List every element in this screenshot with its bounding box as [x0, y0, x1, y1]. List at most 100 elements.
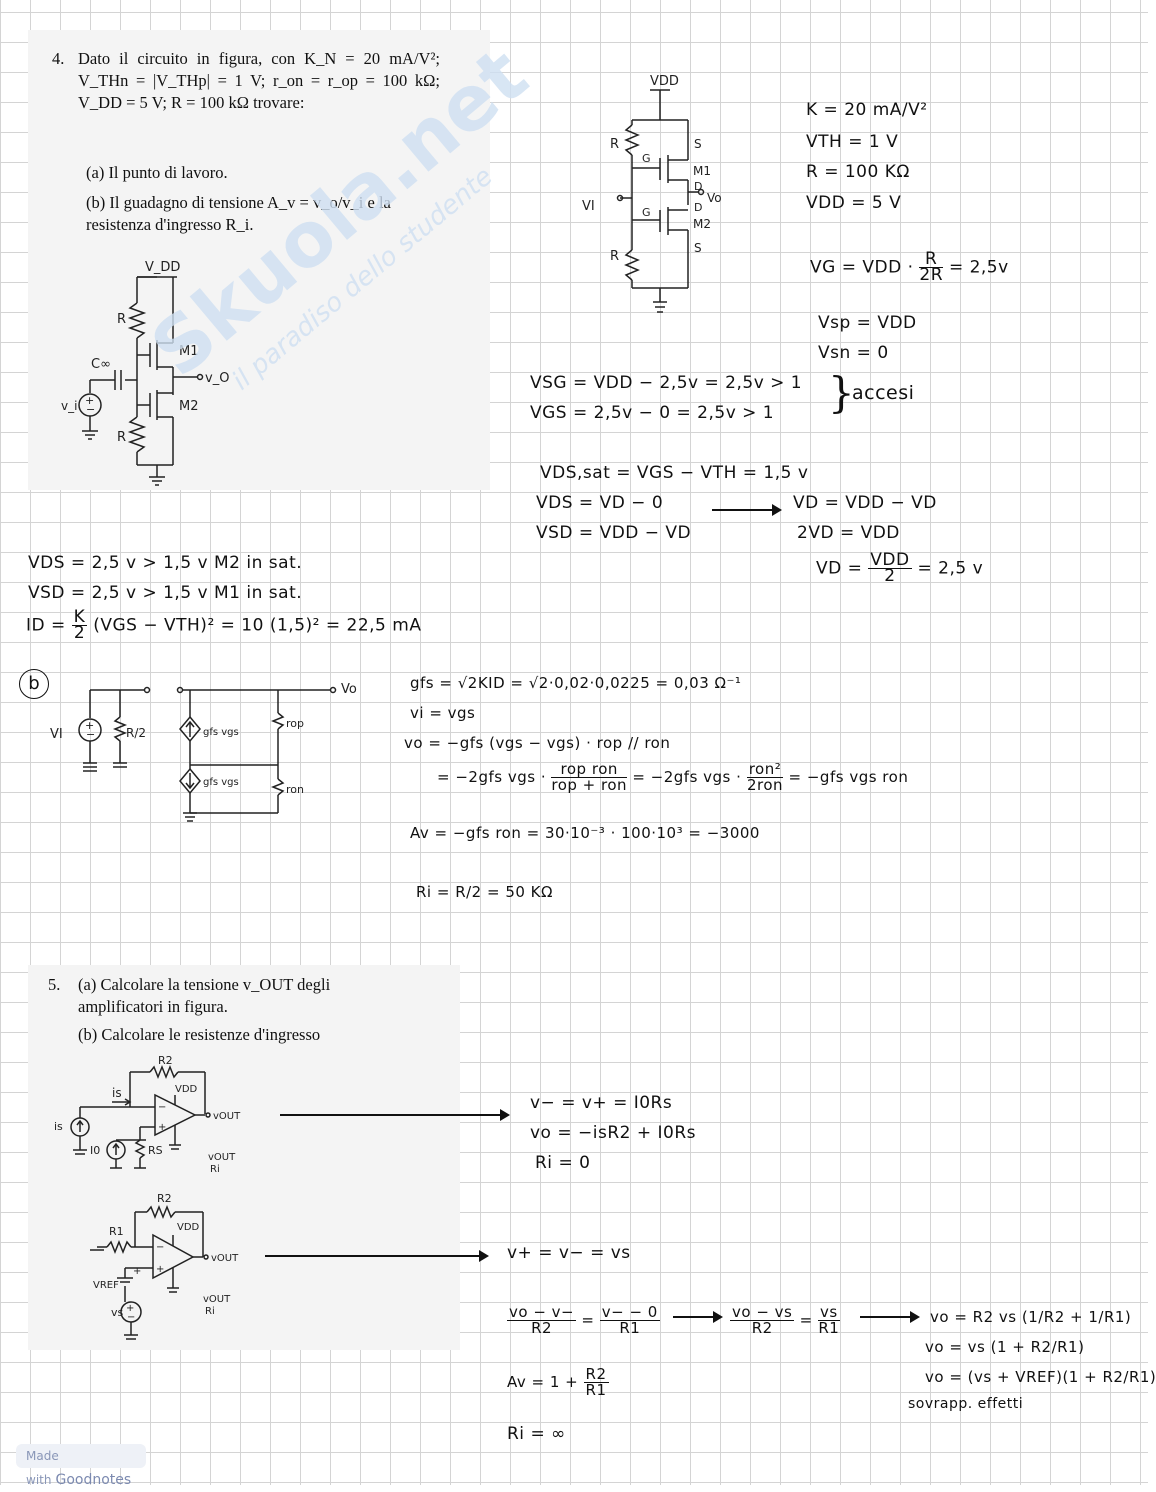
p4-r-top: R — [117, 312, 126, 327]
p4-text: Dato il circuito in figura, con K_N = 20… — [78, 49, 440, 112]
svg-text:+: + — [158, 1122, 166, 1133]
p5-fig1: R2 −+ VDD vOUT is is I0 RS vOUT Ri — [54, 1054, 241, 1175]
arrow-s2 — [265, 1250, 489, 1262]
brace: } — [828, 368, 855, 417]
eq-m2-sat: VDS = 2,5 v > 1,5 v M2 in sat. — [28, 553, 303, 573]
arrow-vd — [712, 504, 782, 516]
eq-vdssat: VDS,sat = VGS − VTH = 1,5 v — [540, 463, 809, 483]
svg-text:−: − — [86, 403, 95, 416]
s1-eq1: v− = v+ = I0Rs — [530, 1093, 673, 1113]
s2-r2: vo = vs (1 + R2/R1) — [925, 1338, 1085, 1356]
svg-text:+: + — [156, 1264, 164, 1275]
eq-vg-rhs: = 2,5v — [948, 257, 1009, 278]
hand-circuit: VDD R S G M1 D Vo D G M2 S VI R — [582, 74, 722, 313]
hc-m1: M1 — [693, 164, 711, 178]
f2-vref: VREF — [93, 1280, 119, 1291]
hc-r-top: R — [610, 137, 619, 152]
printed-problem-4 — [28, 30, 490, 490]
arrow-s2b — [673, 1311, 723, 1323]
f2-vout: vOUT — [211, 1253, 239, 1264]
p5-fig2: R2 −+ VDD vOUT R1 + VREF +− vs vOUT Ri — [90, 1192, 239, 1340]
small-signal-circuit: VI +− R/2 Vo gfs vgs gfs vgs rop ron — [50, 682, 357, 822]
f2-r1: R1 — [109, 1225, 124, 1238]
eq-m1-sat: VSD = 2,5 v > 1,5 v M1 in sat. — [28, 583, 303, 603]
f2-ri: Ri — [205, 1306, 215, 1317]
s2-r1: vo = R2 vs (1/R2 + 1/R1) — [930, 1308, 1132, 1326]
ss-vo: Vo — [341, 682, 357, 697]
eq-vgs: VGS = 2,5v − 0 = 2,5v > 1 — [530, 403, 775, 423]
f2-vdd: VDD — [177, 1222, 200, 1233]
arrow-s2c — [860, 1311, 920, 1323]
f1-vout: vOUT — [213, 1111, 241, 1122]
eq-vd1: VD = VDD − VD — [793, 493, 937, 513]
svg-text:−: − — [127, 1312, 135, 1323]
label-b-circle: b — [19, 669, 49, 699]
s2-ri: Ri = ∞ — [507, 1424, 566, 1444]
f1-vout2: vOUT — [208, 1152, 236, 1163]
svg-text:−: − — [156, 1242, 164, 1253]
ss-ron: ron — [286, 783, 304, 796]
f1-rs: RS — [148, 1144, 163, 1157]
p4-cinf-label: C∞ — [91, 357, 111, 372]
hc-s-bottom: S — [694, 241, 702, 255]
p4-number: 4. — [52, 49, 65, 68]
param-k: K = 20 mA/V² — [806, 100, 928, 120]
p4-vdd-label: V_DD — [145, 260, 180, 275]
f2-vout2: vOUT — [203, 1294, 231, 1305]
eq-vd2: 2VD = VDD — [797, 523, 900, 543]
param-vdd: VDD = 5 V — [806, 193, 902, 213]
param-r: R = 100 KΩ — [806, 162, 910, 182]
label-accesi: accesi — [852, 382, 915, 404]
f2-vs: vs — [111, 1306, 124, 1319]
s1-ri: Ri = 0 — [535, 1153, 591, 1173]
eq-vo1: vo = −gfs (vgs − vgs) · rop // ron — [404, 734, 671, 752]
p5-number: 5. — [48, 975, 61, 994]
arrow-s1 — [280, 1109, 510, 1121]
eq-vsd: VSD = VDD − VD — [536, 523, 692, 543]
hc-s-top: S — [694, 137, 702, 151]
eq-vi-vgs: vi = vgs — [410, 704, 476, 722]
printed-problem-5 — [28, 965, 460, 1350]
f1-is: is — [54, 1120, 63, 1133]
s2-r3: vo = (vs + VREF)(1 + R2/R1) — [925, 1368, 1156, 1386]
hc-m2: M2 — [693, 217, 711, 231]
p4-r-bottom: R — [117, 430, 126, 445]
f1-vdd: VDD — [175, 1084, 198, 1095]
p4-m2-label: M2 — [179, 399, 199, 414]
hc-d-top: D — [694, 180, 702, 193]
svg-text:+: + — [133, 1266, 141, 1277]
s2-sovrapp: sovrapp. effetti — [908, 1396, 1024, 1412]
hc-vi: VI — [582, 199, 595, 214]
eq-vsn: Vsn = 0 — [818, 343, 889, 363]
eq-gfs: gfs = √2KID = √2·0,02·0,0225 = 0,03 Ω⁻¹ — [410, 674, 742, 692]
eq-ri: Ri = R/2 = 50 KΩ — [416, 883, 553, 901]
hc-vdd: VDD — [650, 74, 679, 89]
p4-vi-label: v_i — [61, 399, 77, 413]
eq-vds: VDS = VD − 0 — [536, 493, 664, 513]
hc-g-top: G — [642, 152, 651, 165]
p4-item-a: (a) Il punto di lavoro. — [86, 163, 228, 182]
p4-circuit: V_DD R M1 v_O M2 C∞ +− v_i R — [61, 260, 229, 486]
p4-m1-label: M1 — [179, 344, 199, 359]
ss-rop: rop — [286, 717, 304, 730]
ss-gen1: gfs vgs — [203, 727, 239, 738]
svg-text:+: + — [126, 1303, 134, 1314]
ss-gen2: gfs vgs — [203, 777, 239, 788]
hc-g-bottom: G — [642, 206, 651, 219]
f1-i0: I0 — [90, 1144, 100, 1157]
svg-text:+: + — [85, 719, 94, 732]
f2-r2: R2 — [157, 1192, 172, 1205]
f1-is-hand: is — [112, 1086, 122, 1100]
svg-text:−: − — [158, 1102, 166, 1113]
